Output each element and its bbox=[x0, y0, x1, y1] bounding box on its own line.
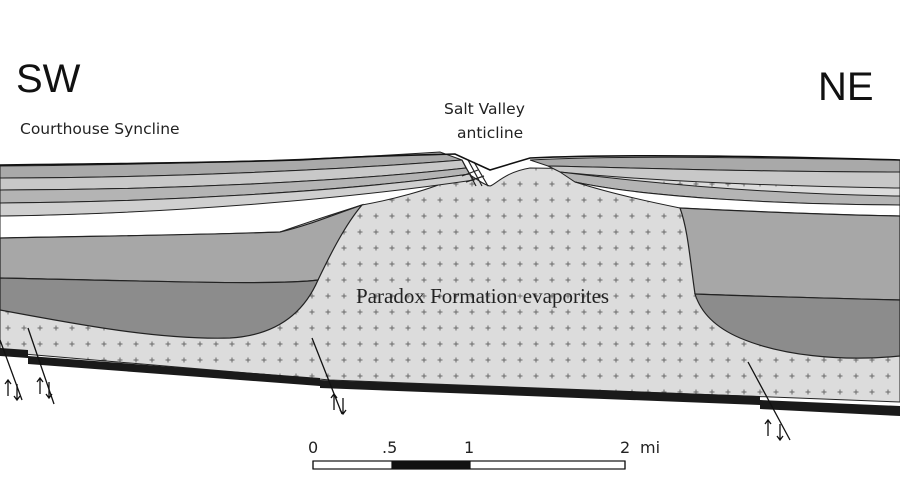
fault-sw-1 bbox=[0, 339, 23, 402]
basement-contact bbox=[0, 348, 900, 416]
fault-sw-2 bbox=[27, 327, 55, 405]
scale-tick-half: .5 bbox=[382, 438, 397, 457]
formation-label: Paradox Formation evaporites bbox=[356, 284, 609, 308]
syncline-label: Courthouse Syncline bbox=[20, 120, 180, 138]
sw-direction-label: SW bbox=[16, 57, 81, 101]
scale-tick-2: 2 bbox=[620, 438, 630, 457]
ground-surface bbox=[0, 153, 900, 171]
scale-bar: 0 .5 1 2 mi bbox=[308, 438, 660, 470]
scale-tick-1: 1 bbox=[464, 438, 474, 457]
scale-tick-0: 0 bbox=[308, 438, 318, 457]
fault-ne bbox=[747, 361, 791, 442]
ne-direction-label: NE bbox=[818, 65, 874, 109]
scale-bar-segment-dark bbox=[392, 461, 470, 469]
sw-strata-4 bbox=[0, 173, 475, 217]
sw-dark-layer bbox=[0, 277, 319, 339]
anticline-label-line1: Salt Valley bbox=[444, 100, 525, 118]
anticline-crest-fractures bbox=[461, 159, 489, 187]
scale-unit: mi bbox=[640, 438, 660, 457]
ne-mid-layer bbox=[679, 207, 900, 301]
ne-strata-2 bbox=[547, 165, 900, 189]
anticline-label-line2: anticline bbox=[457, 124, 523, 142]
fault-center bbox=[311, 337, 347, 416]
ne-dark-layer bbox=[694, 293, 900, 359]
